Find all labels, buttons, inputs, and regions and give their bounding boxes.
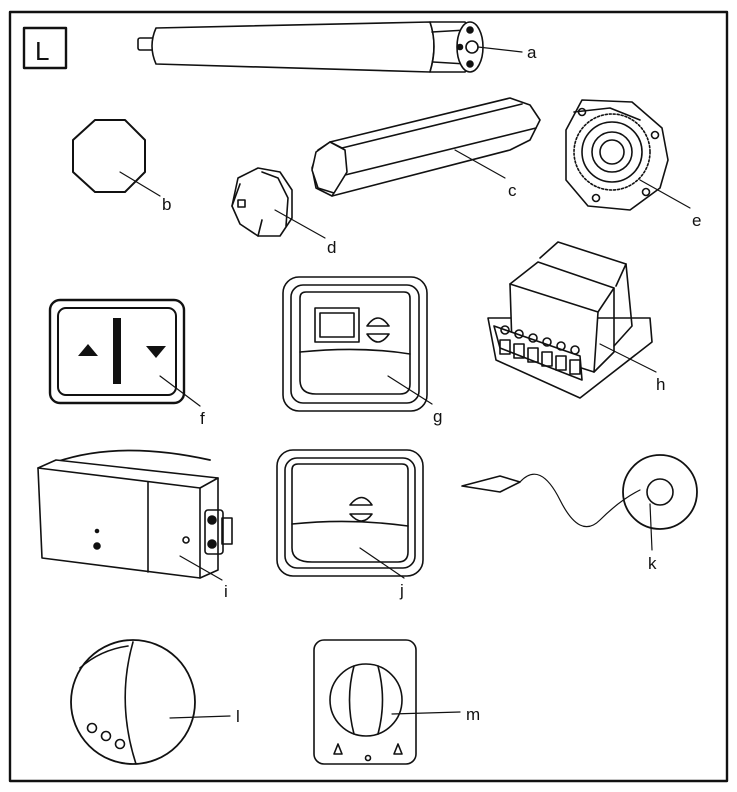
panel-badge: L: [22, 26, 68, 70]
callout-l: l: [236, 707, 240, 726]
wall-switch: [276, 449, 424, 579]
radio-receiver: [37, 449, 233, 581]
panel-badge-text: L: [35, 36, 49, 66]
adapter: [231, 167, 326, 239]
callout-g: g: [433, 407, 442, 426]
sun-sensor: [461, 454, 698, 551]
callout-b: b: [162, 195, 171, 214]
callout-d: d: [327, 238, 336, 257]
callout-a: a: [527, 43, 537, 62]
rotary-knob: [313, 639, 461, 765]
panel-frame: [8, 10, 729, 783]
callout-m: m: [466, 705, 480, 724]
callout-h: h: [656, 375, 665, 394]
octagonal-tube: [311, 97, 541, 197]
timer-switch: [282, 276, 433, 412]
callout-k: k: [648, 554, 657, 573]
relay-module: [487, 241, 657, 399]
octagon-profile: [72, 119, 161, 197]
callout-j: j: [399, 581, 404, 600]
hand-transmitter: [70, 639, 231, 765]
callout-c: c: [508, 181, 517, 200]
callout-f: f: [200, 409, 205, 428]
motor-bracket: [565, 99, 691, 211]
callout-i: i: [224, 582, 228, 601]
rocker-switch: [48, 298, 201, 407]
tubular-motor: [137, 21, 523, 73]
callout-e: e: [692, 211, 701, 230]
